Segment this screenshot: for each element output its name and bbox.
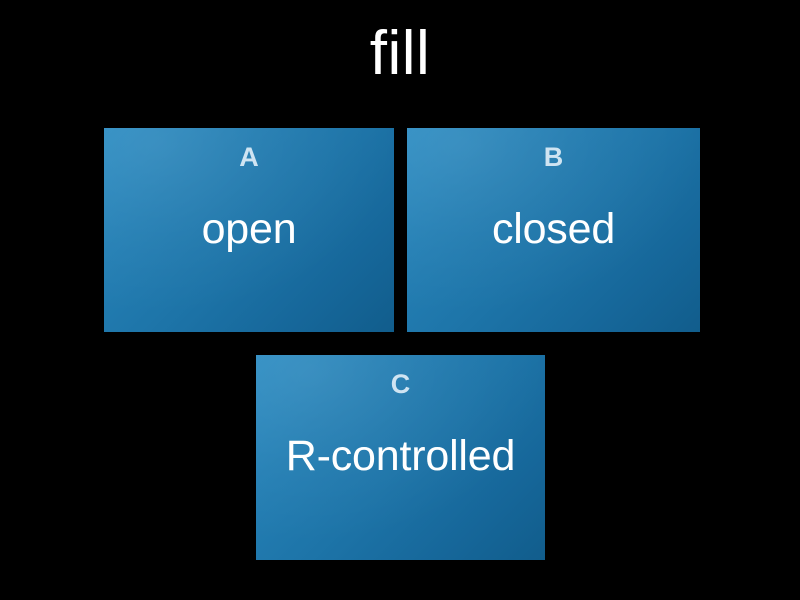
answer-card-c-letter: C [390,369,411,399]
answer-card-a[interactable]: A open [104,128,394,332]
answer-card-c[interactable]: C R-controlled [256,355,545,560]
answer-card-b[interactable]: B closed [407,128,700,332]
page-title: fill [369,19,431,88]
answer-card-b-letter: B [543,142,564,172]
answer-card-c-text: R-controlled [285,432,516,480]
answer-card-a-letter: A [239,142,259,172]
answer-card-b-text: closed [491,205,616,253]
answer-card-a-text: open [201,205,297,253]
